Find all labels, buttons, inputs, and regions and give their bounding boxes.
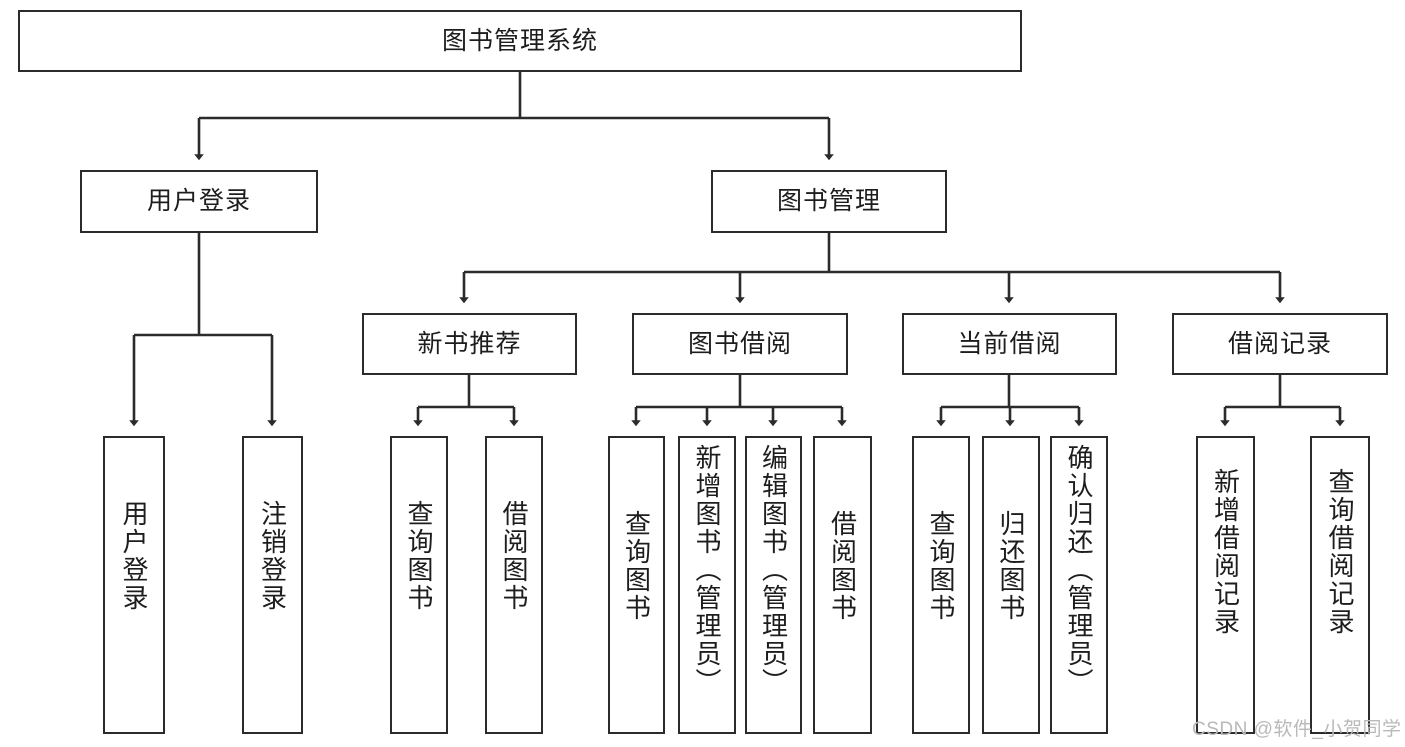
node-book-manage[interactable]: 图书管理 <box>711 170 947 233</box>
node-leaf-add-book-label: 新增图书（管理员） <box>692 444 722 696</box>
node-leaf-logout[interactable]: 注销登录 <box>242 436 303 734</box>
node-borrow-record[interactable]: 借阅记录 <box>1172 313 1388 375</box>
node-new-book-recommend[interactable]: 新书推荐 <box>362 313 577 375</box>
node-new-book-recommend-label: 新书推荐 <box>417 329 522 358</box>
node-book-manage-label: 图书管理 <box>776 187 881 216</box>
node-leaf-query-record-label: 查询借阅记录 <box>1325 468 1355 636</box>
node-leaf-query-book-2[interactable]: 查询图书 <box>608 436 665 734</box>
node-leaf-return-book[interactable]: 归还图书 <box>982 436 1040 734</box>
node-book-borrow-label: 图书借阅 <box>687 329 792 358</box>
node-user-login-label: 用户登录 <box>146 187 251 216</box>
node-leaf-edit-book-label: 编辑图书（管理员） <box>758 444 789 696</box>
node-leaf-query-book-2-label: 查询图书 <box>621 510 652 622</box>
node-leaf-query-book-3[interactable]: 查询图书 <box>912 436 970 734</box>
node-leaf-query-book-1-label: 查询图书 <box>404 500 434 612</box>
node-borrow-record-label: 借阅记录 <box>1227 329 1332 358</box>
node-leaf-borrow-book-2-label: 借阅图书 <box>827 510 858 622</box>
node-leaf-return-book-label: 归还图书 <box>996 510 1026 622</box>
node-leaf-add-record-label: 新增借阅记录 <box>1210 468 1241 636</box>
node-leaf-borrow-book-1-label: 借阅图书 <box>499 500 529 612</box>
node-leaf-user-login[interactable]: 用户登录 <box>103 436 165 734</box>
node-leaf-query-book-1[interactable]: 查询图书 <box>390 436 448 734</box>
node-leaf-add-record[interactable]: 新增借阅记录 <box>1196 436 1255 734</box>
node-root-label: 图书管理系统 <box>441 26 598 55</box>
node-leaf-user-login-label: 用户登录 <box>119 500 149 612</box>
node-book-borrow[interactable]: 图书借阅 <box>632 313 848 375</box>
node-leaf-query-record[interactable]: 查询借阅记录 <box>1310 436 1370 734</box>
csdn-watermark: CSDN @软件_小贺同学 <box>1192 719 1402 740</box>
node-leaf-borrow-book-1[interactable]: 借阅图书 <box>485 436 543 734</box>
node-user-login[interactable]: 用户登录 <box>80 170 318 233</box>
node-root-system[interactable]: 图书管理系统 <box>18 10 1022 72</box>
node-leaf-borrow-book-2[interactable]: 借阅图书 <box>813 436 872 734</box>
node-leaf-confirm-return-label: 确认归还（管理员） <box>1064 444 1094 696</box>
node-leaf-confirm-return[interactable]: 确认归还（管理员） <box>1050 436 1108 734</box>
node-current-borrow-label: 当前借阅 <box>957 329 1062 358</box>
node-current-borrow[interactable]: 当前借阅 <box>902 313 1117 375</box>
node-leaf-query-book-3-label: 查询图书 <box>926 510 956 622</box>
node-leaf-edit-book[interactable]: 编辑图书（管理员） <box>745 436 802 734</box>
node-leaf-add-book[interactable]: 新增图书（管理员） <box>678 436 736 734</box>
node-leaf-logout-label: 注销登录 <box>257 500 288 612</box>
